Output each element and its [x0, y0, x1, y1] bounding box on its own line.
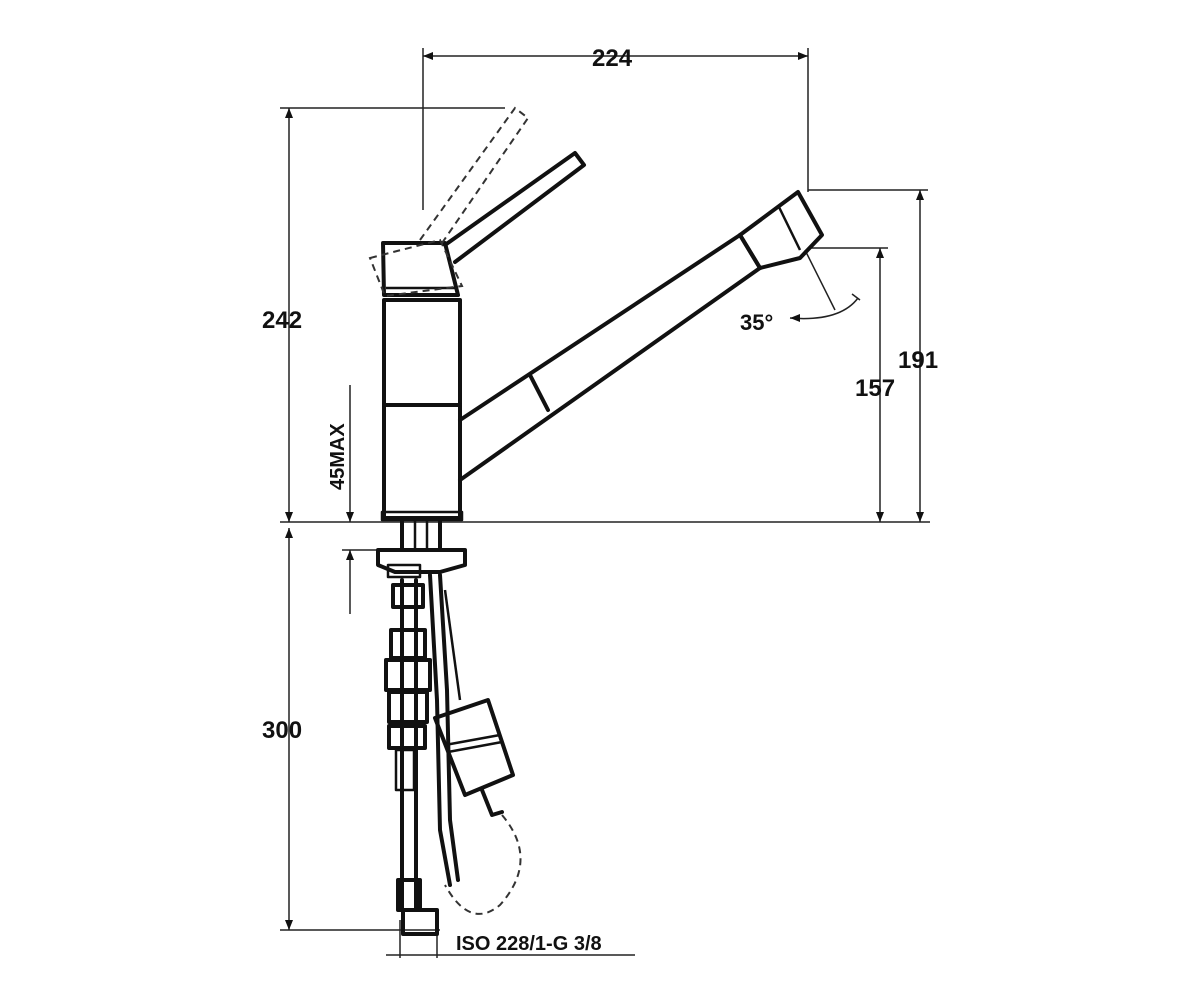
dimension-lines [280, 48, 930, 958]
dim-191: 191 [898, 347, 938, 374]
dim-angle-35: 35° [740, 310, 773, 335]
dim-45max: 45MAX [327, 423, 349, 490]
dimension-arrows [285, 52, 924, 930]
dim-300: 300 [262, 717, 302, 744]
dim-157: 157 [855, 375, 895, 402]
faucet-body [368, 106, 824, 522]
under-sink-hardware [376, 518, 522, 936]
thread-spec-label: ISO 228/1-G 3/8 [456, 933, 602, 955]
dim-242: 242 [262, 307, 302, 334]
dim-224: 224 [592, 45, 633, 72]
